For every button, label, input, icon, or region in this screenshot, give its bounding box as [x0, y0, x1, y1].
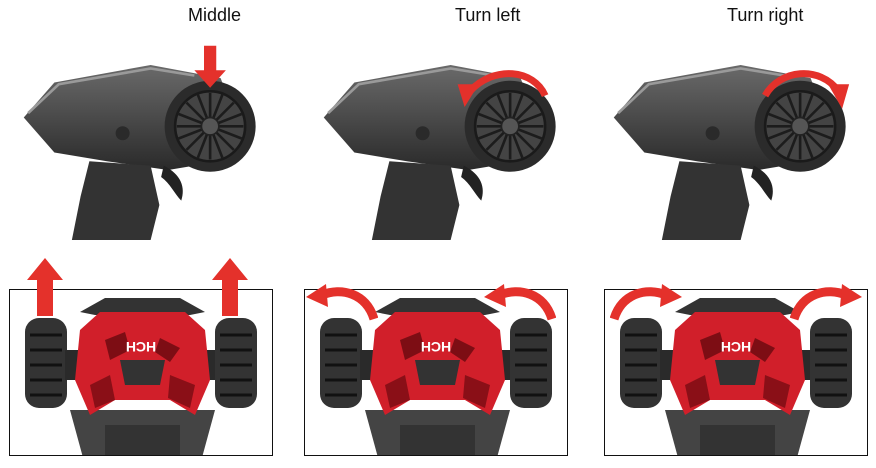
label-turn-right: Turn right	[727, 5, 803, 26]
curved-arrow-icon	[306, 279, 378, 321]
car-badge: HCH	[421, 339, 451, 355]
car-badge: HCH	[126, 339, 156, 355]
curved-arrow-icon	[790, 279, 862, 321]
car-badge: HCH	[721, 339, 751, 355]
curved-arrow-icon	[610, 279, 682, 321]
up-arrow-icon	[25, 258, 65, 316]
transmitter-middle	[5, 30, 270, 240]
label-turn-left: Turn left	[455, 5, 520, 26]
transmitter-turn-left	[305, 30, 570, 240]
up-arrow-icon	[210, 258, 250, 316]
label-middle: Middle	[188, 5, 241, 26]
transmitter-turn-right	[595, 30, 860, 240]
curved-arrow-icon	[484, 279, 556, 321]
